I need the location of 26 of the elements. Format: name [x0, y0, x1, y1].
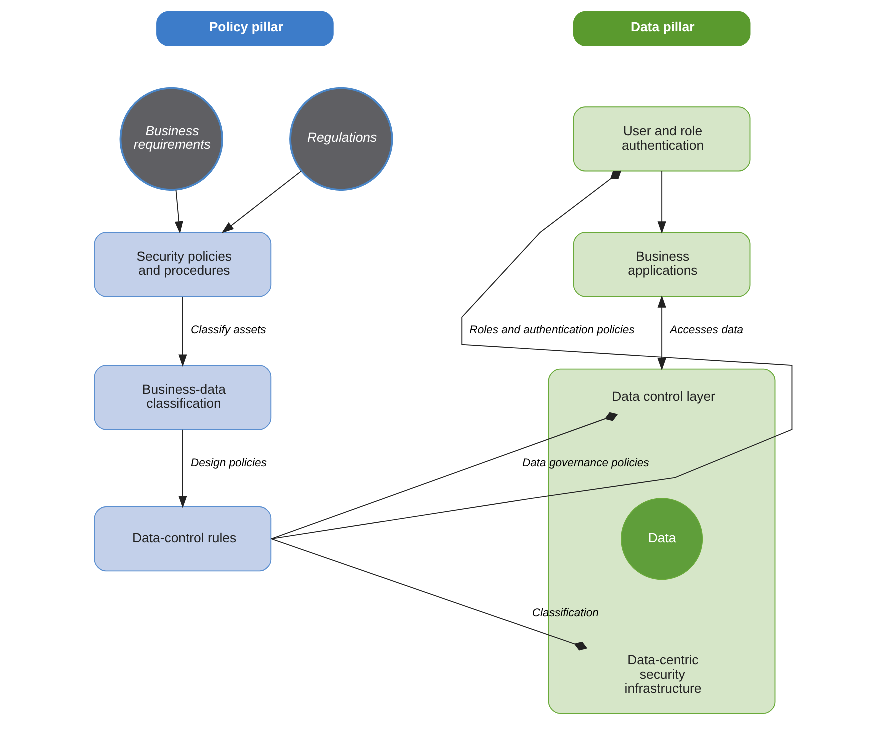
- edge-label: Accesses data: [670, 324, 744, 337]
- connector: [271, 412, 618, 540]
- node-box: Data pillar: [573, 11, 751, 46]
- arrow: [658, 170, 666, 234]
- node-circle: Regulations: [290, 87, 394, 192]
- arrow: [178, 296, 188, 367]
- edge-label: Data governance policies: [522, 458, 650, 470]
- arrow: [174, 190, 184, 234]
- node-box: Business-data classification: [94, 365, 272, 430]
- node-box: Policy pillar: [156, 11, 334, 46]
- connector: [271, 170, 793, 540]
- node-circle: Data: [621, 498, 704, 580]
- connector: [271, 538, 588, 651]
- node-box: User and role authentication: [573, 106, 751, 172]
- edge-label: Design policies: [190, 458, 267, 470]
- node-box: Business applications: [573, 232, 751, 298]
- arrow: [658, 296, 666, 371]
- arrow: [222, 170, 302, 234]
- edge-label: Roles and authentication policies: [470, 324, 635, 337]
- edge-label: Classify assets: [190, 324, 266, 337]
- node-box: Security policies and procedures: [94, 232, 272, 298]
- node-text: Data control layer: [612, 389, 716, 404]
- arrow: [178, 429, 188, 508]
- node-circle: Business requirements: [120, 87, 224, 192]
- node-box: Data-control rules: [94, 506, 272, 572]
- node-text: Data-centric security infrastructure: [624, 652, 702, 696]
